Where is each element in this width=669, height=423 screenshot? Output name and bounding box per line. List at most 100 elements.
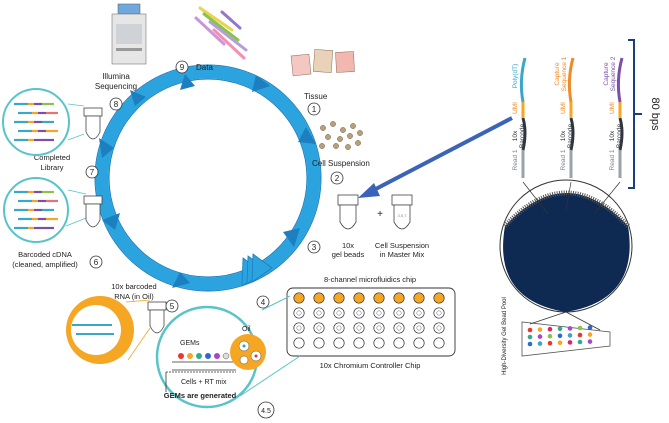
pool-bead xyxy=(587,332,593,337)
chip-well xyxy=(393,292,405,304)
chip-well xyxy=(433,292,445,304)
cell-dot xyxy=(325,134,331,140)
bead-pool-label: High-Diversity Gel Bead Pool xyxy=(502,297,508,375)
chip-stack-arrow xyxy=(241,253,273,287)
step-label-barcoded-cdna: Barcoded cDNA xyxy=(18,250,72,259)
barcode-segment xyxy=(569,117,575,151)
chip-well-mark xyxy=(336,310,342,316)
barcoded-rna-inset xyxy=(66,296,151,364)
barcode-label-10x: 10x xyxy=(560,130,567,141)
step-marker-5: 5 xyxy=(165,299,179,313)
step-marker-1: 1 xyxy=(307,102,321,116)
library-strips xyxy=(14,102,58,142)
pool-bead xyxy=(547,333,553,339)
bead-to-tube-arrow xyxy=(358,116,513,198)
arrow-icon xyxy=(180,74,195,90)
chip-well xyxy=(373,337,385,349)
pool-bead xyxy=(527,327,533,333)
step-marker-2: 2 xyxy=(330,171,344,185)
arrow-icon xyxy=(283,228,300,247)
cell-dot xyxy=(320,125,326,131)
chip-well xyxy=(333,307,345,319)
chip-well-mark xyxy=(316,310,322,316)
chip-caption: 10x Chromium Controller Chip xyxy=(320,361,421,370)
chip-well xyxy=(413,292,425,304)
chip-well xyxy=(413,307,425,319)
chip-well xyxy=(433,337,445,349)
cell-dot xyxy=(319,143,325,149)
chip-well xyxy=(313,322,325,334)
umi-label: UMI xyxy=(609,102,616,114)
chip-well xyxy=(293,292,305,304)
svg-text:4.5: 4.5 xyxy=(261,408,271,415)
svg-text:8: 8 xyxy=(114,100,119,109)
svg-text:2: 2 xyxy=(335,174,340,183)
arrow-icon xyxy=(298,127,316,144)
chip-well xyxy=(353,322,365,334)
barcode-label: Barcode xyxy=(519,124,526,149)
barcode-label: Barcode xyxy=(616,124,623,149)
pool-bead xyxy=(547,340,553,346)
svg-text:5: 5 xyxy=(170,302,175,311)
pool-bead xyxy=(527,334,533,340)
barcode-segment xyxy=(618,117,624,151)
illumina-sequencer-icon xyxy=(111,3,147,65)
cell-suspension-mm-label-1: Cell Suspension xyxy=(375,241,429,250)
barcode-label: Barcode xyxy=(567,124,574,149)
pool-bead xyxy=(567,333,573,338)
pool-bead xyxy=(577,325,583,331)
chip-well xyxy=(313,307,325,319)
cell-dot xyxy=(345,144,351,150)
workflow-cycle-ring-inner-edge xyxy=(108,78,308,278)
cell-suspension-tube-icon: 3,5,7 xyxy=(391,194,413,230)
capture-label: Poly(dT) xyxy=(512,64,519,89)
chip-well xyxy=(293,307,305,319)
pool-beads xyxy=(527,325,593,347)
cell-dot xyxy=(355,140,361,146)
gel-bead-magnified xyxy=(499,179,633,313)
chip-well-mark xyxy=(396,310,402,316)
chip-well-mark xyxy=(416,325,422,331)
barcode-label-10x: 10x xyxy=(512,130,519,141)
strand-to-bead-lines xyxy=(522,181,621,215)
chip-well xyxy=(293,322,305,334)
svg-text:9: 9 xyxy=(180,63,185,72)
chip-well xyxy=(353,337,365,349)
cells-rt-label: Cells + RT mix xyxy=(181,379,227,386)
chip-wells xyxy=(293,292,445,349)
chip-well-mark xyxy=(336,325,342,331)
chip-well-mark xyxy=(356,310,362,316)
chip-well xyxy=(373,292,385,304)
gel-bead-pool-tube xyxy=(521,311,611,357)
cell-dot xyxy=(337,136,343,142)
step-label-cleaned-amplified: (cleaned, amplified) xyxy=(12,260,78,269)
read1-label: Read 1 xyxy=(560,149,567,170)
chip-well xyxy=(353,292,365,304)
step-marker-9: 9 xyxy=(175,60,189,74)
pool-bead xyxy=(587,325,593,330)
step-label-library: Library xyxy=(41,163,64,172)
pool-bead xyxy=(537,334,543,339)
read1-label: Read 1 xyxy=(609,149,616,170)
step-marker-7: 7 xyxy=(85,165,99,179)
pool-bead xyxy=(567,326,573,331)
chip-well xyxy=(433,322,445,334)
data-reads-icon xyxy=(194,6,248,60)
cycle-arrows xyxy=(99,74,316,288)
oil-label: Oil xyxy=(242,326,251,333)
step-label-10x-barcoded: 10x barcoded xyxy=(111,282,156,291)
umi-label: UMI xyxy=(512,102,519,114)
arrow-icon xyxy=(130,90,146,106)
step-label-rna-in-oil: RNA (in Oil) xyxy=(114,292,154,301)
gems-label: GEMs xyxy=(180,340,200,347)
chip-well xyxy=(393,322,405,334)
capture-label-line2: Sequence 1 xyxy=(561,56,568,91)
cell-dot xyxy=(357,130,363,136)
pool-bead xyxy=(577,339,583,345)
cdna-strips xyxy=(14,190,58,230)
chip-well xyxy=(293,337,305,349)
chip-well xyxy=(393,307,405,319)
read1-label: Read 1 xyxy=(512,149,519,170)
